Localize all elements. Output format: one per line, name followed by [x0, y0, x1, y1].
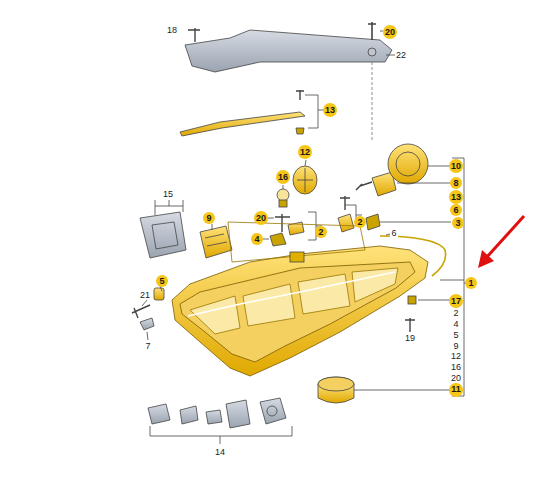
callout-number: 5 — [156, 275, 168, 287]
callout-number: 2 — [354, 216, 366, 228]
callout-number: 8 — [450, 177, 462, 189]
callout-number: 15 — [162, 190, 174, 199]
callout-number: 2 — [315, 226, 327, 238]
callout-number: 6 — [390, 229, 397, 238]
callout-number: 3 — [452, 217, 464, 229]
callout-number: 1 — [465, 277, 477, 289]
callout-number: 20 — [383, 25, 397, 39]
callout-number: 13 — [449, 190, 463, 204]
callout-number: 17 — [449, 294, 463, 308]
callout-number: 20 — [450, 374, 462, 383]
callout-number: 16 — [276, 170, 290, 184]
callout-number: 19 — [404, 334, 416, 343]
callout-number: 14 — [214, 448, 226, 457]
callout-number: 21 — [139, 291, 151, 300]
callout-number: 4 — [251, 233, 263, 245]
callout-number: 18 — [166, 26, 178, 35]
callout-number: 4 — [452, 320, 459, 329]
callout-number: 9 — [203, 212, 215, 224]
callout-number: 13 — [323, 103, 337, 117]
callout-number: 22 — [395, 51, 407, 60]
callout-number: 6 — [450, 204, 462, 216]
callout-number: 11 — [449, 383, 463, 397]
callout-number: 12 — [298, 145, 312, 159]
callout-number: 12 — [450, 352, 462, 361]
callout-number: 10 — [449, 159, 463, 173]
callout-number: 2 — [452, 309, 459, 318]
callout-number: 9 — [452, 342, 459, 351]
callout-number: 20 — [254, 211, 268, 225]
callout-number: 5 — [452, 331, 459, 340]
callout-number: 7 — [144, 342, 151, 351]
callout-number: 16 — [450, 363, 462, 372]
